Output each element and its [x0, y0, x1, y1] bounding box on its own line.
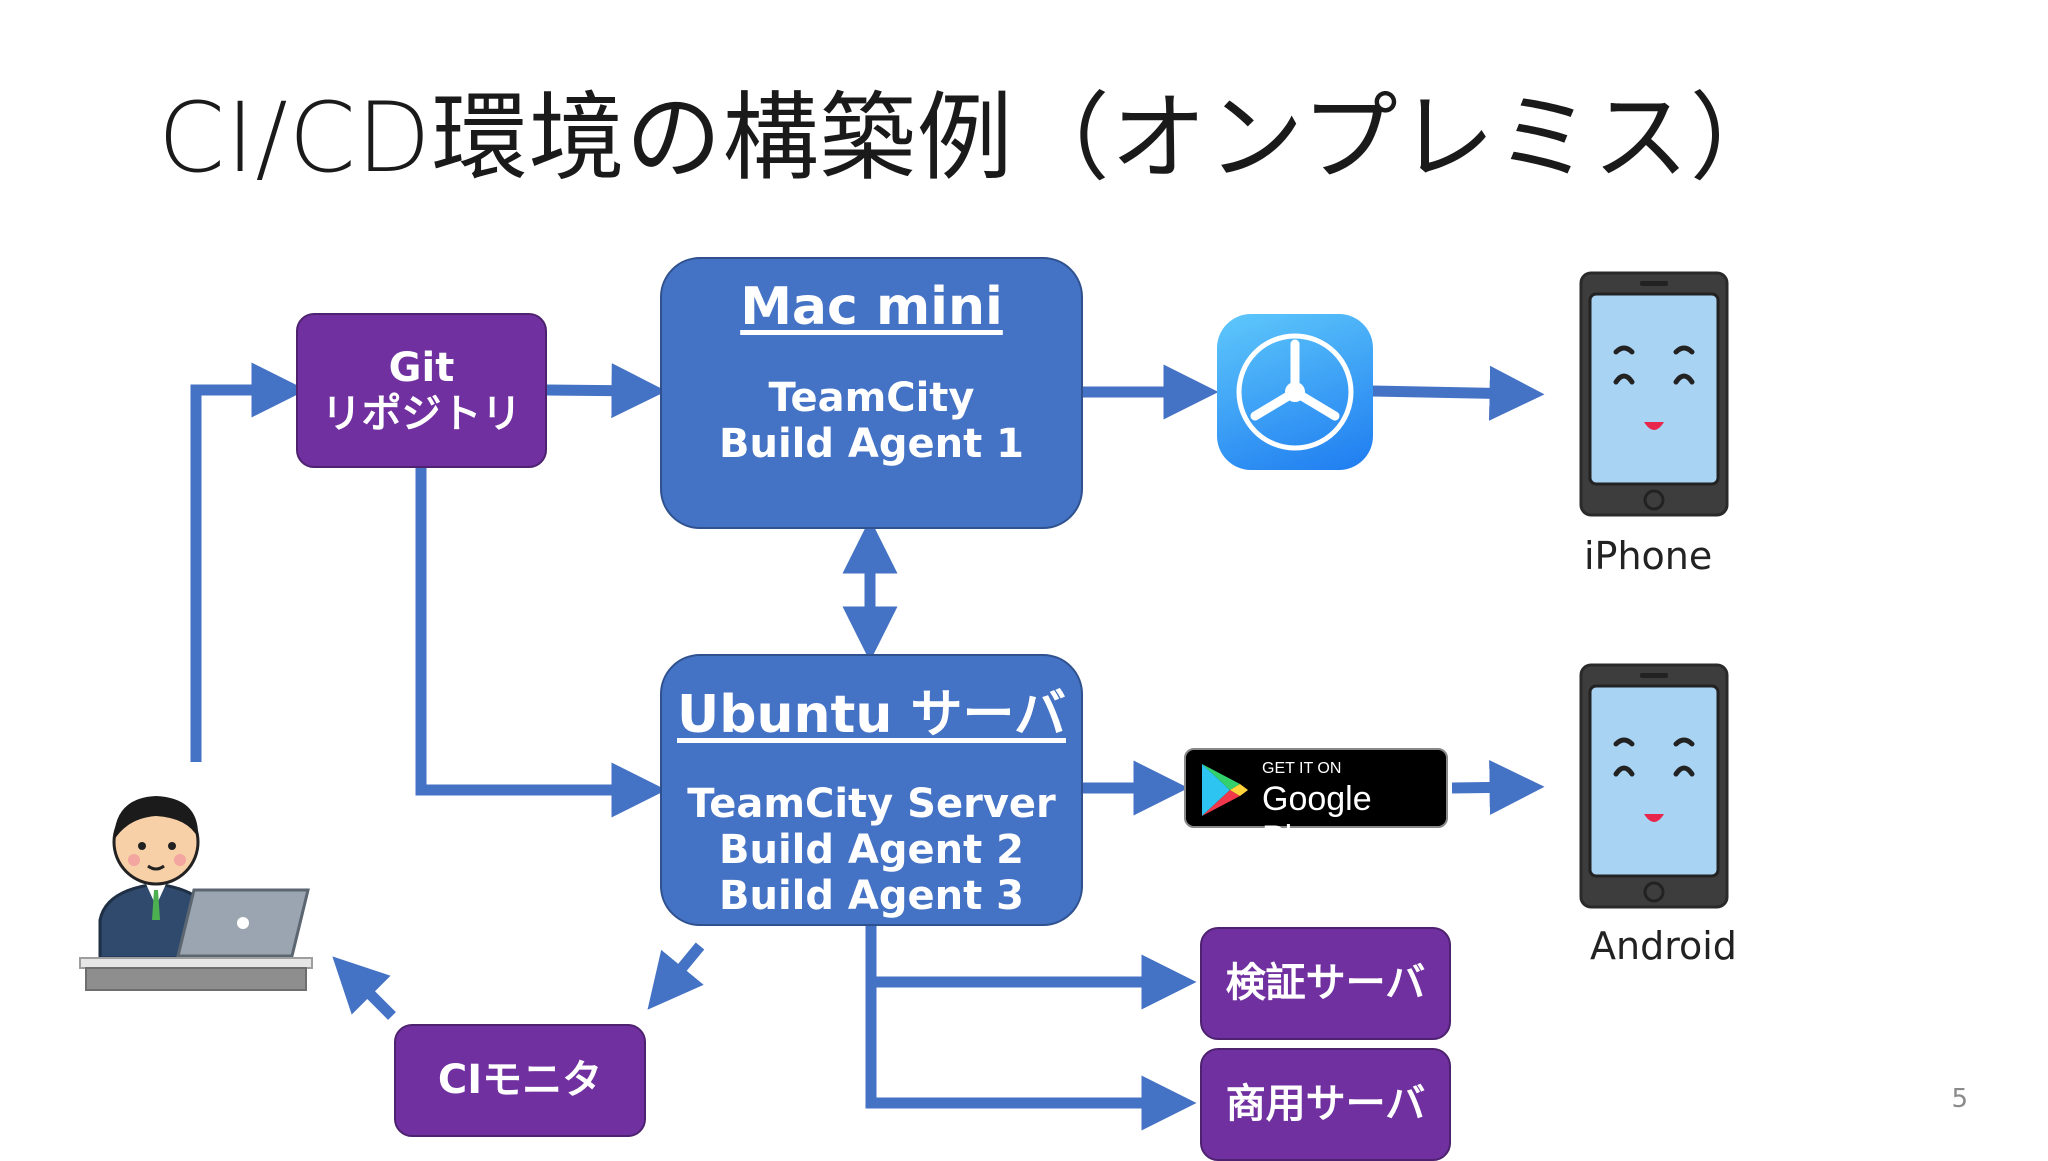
ubuntu-title: Ubuntu サーバ — [677, 685, 1066, 745]
verify-server-box: 検証サーバ — [1200, 927, 1451, 1040]
git-repository-box: Git リポジトリ — [296, 313, 547, 468]
google-play-big-text: Google Play — [1262, 780, 1372, 857]
mac-mini-box: Mac mini TeamCity Build Agent 1 — [660, 257, 1083, 529]
slide-title: CI/CD環境の構築例（オンプレミス） — [158, 82, 1787, 194]
page-number: 5 — [1951, 1084, 1968, 1114]
ubuntu-line-3: Build Agent 3 — [718, 873, 1025, 919]
android-device: Android — [1578, 662, 1737, 968]
arrow-testflight-to-iphone — [1371, 365, 1545, 421]
mac-mini-title: Mac mini — [740, 277, 1003, 337]
arrow-git-to-mac — [545, 363, 667, 419]
mac-mini-line-2: Build Agent 1 — [718, 421, 1025, 467]
smartphone-icon — [1579, 663, 1729, 909]
arrow-ubuntu-to-monitor — [647, 942, 705, 1010]
arrow-ubuntu-to-verify — [865, 925, 1197, 1010]
ci-monitor-box: CIモニタ — [394, 1024, 646, 1137]
arrow-ubuntu-to-prod — [865, 982, 1197, 1131]
ubuntu-server-box: Ubuntu サーバ TeamCity Server Build Agent 2… — [660, 654, 1083, 926]
arrow-git-to-ubuntu — [415, 468, 667, 818]
iphone-label: iPhone — [1584, 534, 1713, 578]
arrow-monitor-to-dev — [332, 956, 396, 1020]
mac-mini-line-1: TeamCity — [768, 375, 975, 421]
git-label: Git — [388, 345, 455, 391]
google-play-small-text: GET IT ON — [1262, 760, 1342, 777]
android-label: Android — [1590, 924, 1737, 968]
google-play-badge: GET IT ON Google Play — [1184, 748, 1448, 857]
iphone-device: iPhone — [1578, 270, 1730, 578]
production-server-label: 商用サーバ — [1225, 1081, 1426, 1127]
ci-monitor-label: CIモニタ — [437, 1057, 603, 1103]
arrow-dev-to-git — [190, 362, 307, 762]
ubuntu-line-1: TeamCity Server — [687, 781, 1056, 827]
production-server-box: 商用サーバ — [1200, 1048, 1451, 1161]
ubuntu-line-2: Build Agent 2 — [718, 827, 1025, 873]
google-play-icon — [1202, 764, 1248, 816]
verify-server-label: 検証サーバ — [1225, 960, 1426, 1006]
testflight-icon — [1217, 314, 1373, 470]
smartphone-icon — [1579, 271, 1729, 517]
git-sublabel: リポジトリ — [321, 391, 522, 437]
arrow-googleplay-to-android — [1451, 760, 1545, 816]
developer-at-laptop-icon — [76, 780, 316, 1004]
